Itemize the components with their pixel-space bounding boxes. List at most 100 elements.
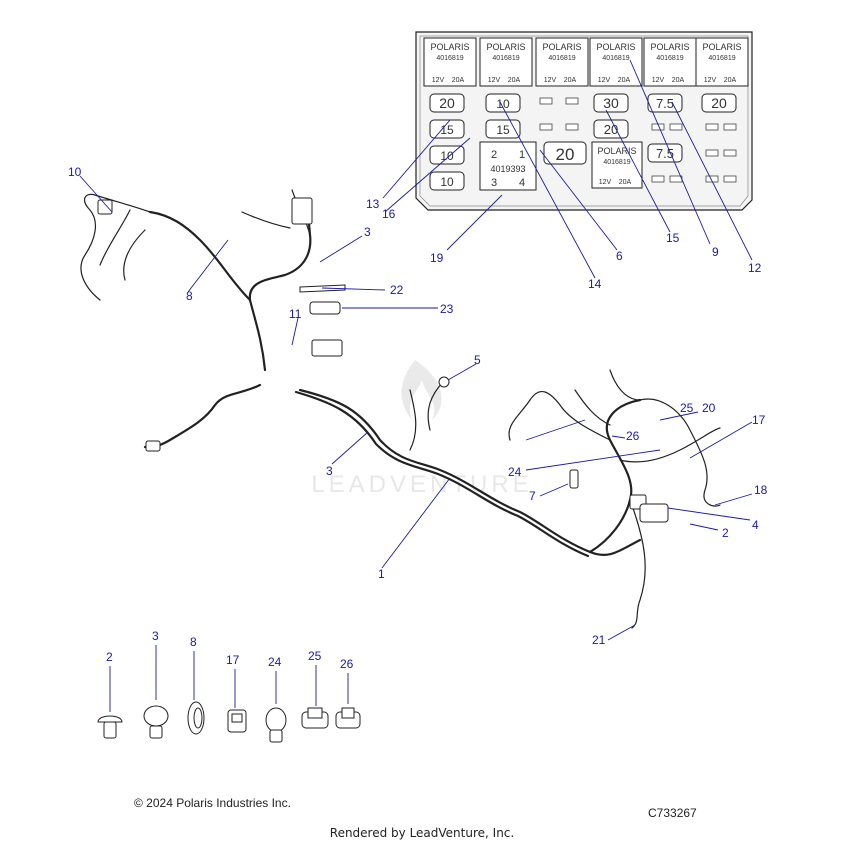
callout-15[interactable]: 15 xyxy=(666,231,680,245)
svg-text:POLARIS: POLARIS xyxy=(486,42,525,52)
legend-label-8[interactable]: 8 xyxy=(190,635,197,649)
svg-text:4: 4 xyxy=(519,177,525,189)
svg-text:20A: 20A xyxy=(619,179,632,186)
svg-text:12V: 12V xyxy=(599,179,612,186)
svg-text:15: 15 xyxy=(496,123,510,137)
relay-1: POLARIS 4016819 12V 20A xyxy=(423,37,477,87)
relay-7: POLARIS 4016819 12V 20A xyxy=(591,141,643,189)
callout-10[interactable]: 10 xyxy=(68,165,82,179)
svg-text:POLARIS: POLARIS xyxy=(650,42,689,52)
leader-lines xyxy=(79,59,753,641)
svg-text:POLARIS: POLARIS xyxy=(597,146,636,156)
svg-text:4016819: 4016819 xyxy=(492,55,519,62)
fuse-20-d: 20 xyxy=(543,141,587,165)
connector-block xyxy=(291,197,313,225)
callout-17[interactable]: 17 xyxy=(752,413,766,427)
callout-26[interactable]: 26 xyxy=(626,429,640,443)
svg-text:4016819: 4016819 xyxy=(708,55,735,62)
callout-3-bottom[interactable]: 3 xyxy=(326,464,333,478)
svg-text:20A: 20A xyxy=(724,77,737,84)
callout-25[interactable]: 25 xyxy=(680,401,694,415)
legend-label-25[interactable]: 25 xyxy=(308,649,322,663)
svg-text:4016819: 4016819 xyxy=(602,55,629,62)
callout-12[interactable]: 12 xyxy=(748,261,762,275)
legend-label-2[interactable]: 2 xyxy=(106,650,113,664)
fuse-15-a: 15 xyxy=(429,119,465,139)
callout-21[interactable]: 21 xyxy=(592,633,606,647)
svg-text:4016819: 4016819 xyxy=(656,55,683,62)
svg-text:20A: 20A xyxy=(564,77,577,84)
callout-6[interactable]: 6 xyxy=(616,249,623,263)
svg-text:12V: 12V xyxy=(544,77,557,84)
watermark-flame-icon xyxy=(401,360,442,420)
svg-text:20: 20 xyxy=(556,145,575,164)
svg-text:20A: 20A xyxy=(672,77,685,84)
svg-text:12V: 12V xyxy=(704,77,717,84)
clip-17-icon xyxy=(227,709,247,733)
svg-text:10: 10 xyxy=(440,175,454,189)
rendered-by-text: Rendered by LeadVenture, Inc. xyxy=(329,826,515,840)
svg-text:4016819: 4016819 xyxy=(436,55,463,62)
svg-text:12V: 12V xyxy=(488,77,501,84)
watermark-text: LEADVENTURE xyxy=(311,471,532,498)
legend-label-24[interactable]: 24 xyxy=(268,655,282,669)
callout-22[interactable]: 22 xyxy=(390,283,404,297)
relay-5: POLARIS 4016819 12V 20A xyxy=(643,37,697,87)
svg-text:POLARIS: POLARIS xyxy=(596,42,635,52)
callout-20[interactable]: 20 xyxy=(702,401,716,415)
watermark: LEADVENTURE xyxy=(311,360,532,498)
svg-text:4019393: 4019393 xyxy=(490,164,525,174)
fuse-20-c: 20 xyxy=(701,93,737,113)
callout-23[interactable]: 23 xyxy=(440,302,454,316)
fuse-20-b: 20 xyxy=(593,119,629,139)
svg-text:20A: 20A xyxy=(618,77,631,84)
svg-text:12V: 12V xyxy=(598,77,611,84)
callout-24[interactable]: 24 xyxy=(508,465,522,479)
callout-11[interactable]: 11 xyxy=(289,307,302,321)
fuse-box: POLARIS 4016819 12V 20A POLARIS 4016819 … xyxy=(415,31,753,211)
svg-text:15: 15 xyxy=(440,123,454,137)
svg-text:4016819: 4016819 xyxy=(548,55,575,62)
callout-7[interactable]: 7 xyxy=(529,489,536,503)
cable-clamp-icon xyxy=(143,705,169,739)
module-23 xyxy=(309,301,341,315)
fuse-10-a: 10 xyxy=(429,145,465,165)
relay-4: POLARIS 4016819 12V 20A xyxy=(589,37,643,87)
callout-13[interactable]: 13 xyxy=(366,197,380,211)
svg-text:20: 20 xyxy=(439,95,455,111)
relay-6: POLARIS 4016819 12V 20A xyxy=(695,37,749,87)
fuse-10-c: 10 xyxy=(485,93,521,113)
callout-19[interactable]: 19 xyxy=(430,251,444,265)
fuse-15-b: 15 xyxy=(485,119,521,139)
callout-3-top[interactable]: 3 xyxy=(364,225,371,239)
legend-label-26[interactable]: 26 xyxy=(340,657,354,671)
clip-26-icon xyxy=(335,707,361,729)
callout-5[interactable]: 5 xyxy=(474,353,481,367)
grommet xyxy=(639,503,669,523)
legend-label-3[interactable]: 3 xyxy=(152,629,159,643)
fuse-7-5-b: 7.5 xyxy=(647,143,683,163)
svg-text:7.5: 7.5 xyxy=(656,96,674,111)
svg-text:1: 1 xyxy=(519,149,525,161)
fuse-10-b: 10 xyxy=(429,171,465,191)
clip-25-icon xyxy=(301,707,329,729)
callout-14[interactable]: 14 xyxy=(588,277,602,291)
callout-1[interactable]: 1 xyxy=(378,567,385,581)
relay-row-top: POLARIS 4016819 12V 20A POLARIS 4016819 … xyxy=(423,37,749,87)
callout-16[interactable]: 16 xyxy=(382,207,396,221)
callout-2[interactable]: 2 xyxy=(722,526,729,540)
svg-text:20: 20 xyxy=(711,95,727,111)
legend-label-17[interactable]: 17 xyxy=(226,653,240,667)
callout-8[interactable]: 8 xyxy=(186,289,193,303)
callout-9[interactable]: 9 xyxy=(712,245,719,259)
svg-text:POLARIS: POLARIS xyxy=(542,42,581,52)
fuse-30: 30 xyxy=(593,93,629,113)
svg-text:12V: 12V xyxy=(652,77,665,84)
fuse-7-5-a: 7.5 xyxy=(647,93,683,113)
callouts: 13 16 19 14 6 15 9 12 10 8 3 11 22 23 5 … xyxy=(68,165,768,647)
copyright-text: © 2024 Polaris Industries Inc. xyxy=(134,796,291,810)
callout-18[interactable]: 18 xyxy=(754,483,768,497)
fuse-holder xyxy=(569,469,579,489)
callout-4[interactable]: 4 xyxy=(752,518,759,532)
